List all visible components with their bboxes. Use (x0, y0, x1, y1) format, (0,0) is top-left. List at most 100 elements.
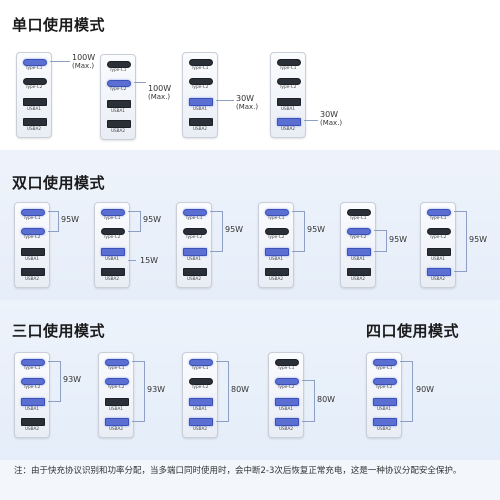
usb-c-slot-icon (107, 80, 131, 87)
power-label: 95W (143, 215, 161, 224)
usb-c-slot-icon (189, 359, 213, 366)
usb-c-slot-icon (277, 59, 301, 66)
usb-c-slot-icon (23, 78, 47, 85)
port-label: USBA1 (376, 406, 392, 411)
power-value: 95W (307, 225, 326, 235)
usb-a-slot-icon (347, 268, 371, 276)
connector-bracket (400, 360, 413, 422)
port-label: USBA2 (186, 276, 202, 281)
usb-c-slot-icon (107, 61, 131, 68)
port-label: USBA2 (192, 426, 208, 431)
connector-bracket (302, 379, 315, 422)
footnote-text: 注：由于快充协议识别和功率分配，当多端口同时使用时，会中断2-3次后恢复正常充电… (14, 466, 462, 476)
power-value: 93W (147, 385, 166, 395)
port-label: Type-C2 (109, 86, 127, 91)
port-label: Type-C2 (375, 384, 393, 389)
usb-c-slot-icon (265, 209, 289, 216)
connector-line (50, 60, 70, 62)
usb-a-slot-icon (101, 268, 125, 276)
port-label: Type-C2 (23, 384, 41, 389)
connector-line (134, 81, 146, 83)
usb-a-slot-icon (189, 418, 213, 426)
connector-line (128, 260, 136, 261)
port-label: USBA1 (350, 256, 366, 261)
connector-bracket (292, 210, 305, 252)
usb-c-slot-icon (105, 378, 129, 385)
dual-mode-section (0, 150, 500, 300)
port-label: USBA1 (108, 406, 124, 411)
power-value: 30W (236, 94, 255, 103)
power-label: 80W (317, 395, 335, 404)
port-label: Type-C2 (23, 234, 41, 239)
usb-c-slot-icon (21, 359, 45, 366)
usb-c-slot-icon (347, 228, 371, 235)
connector-bracket (454, 210, 467, 272)
usb-a-slot-icon (427, 248, 451, 256)
port-label: USBA2 (376, 426, 392, 431)
usb-c-slot-icon (427, 209, 451, 216)
usb-c-slot-icon (21, 209, 45, 216)
usb-c-slot-icon (373, 359, 397, 366)
port-label: Type-C2 (267, 234, 285, 239)
power-max-note: (Max.) (236, 103, 259, 111)
usb-a-slot-icon (23, 98, 47, 106)
port-label: USBA2 (26, 126, 42, 131)
port-label: USBA2 (430, 276, 446, 281)
usb-a-slot-icon (277, 118, 301, 126)
port-label: Type-C2 (185, 234, 203, 239)
port-label: Type-C1 (429, 215, 447, 220)
port-label: Type-C2 (25, 84, 43, 89)
power-label: 15W (140, 256, 158, 265)
power-value: 100W (148, 83, 172, 93)
power-value: 100W (72, 52, 96, 62)
usb-c-slot-icon (347, 209, 371, 216)
multi-mode-section (0, 300, 500, 460)
power-label: 93W (147, 385, 165, 394)
usb-a-slot-icon (265, 248, 289, 256)
power-value: 95W (225, 225, 244, 235)
port-label: USBA1 (24, 256, 40, 261)
power-value: 80W (317, 394, 336, 404)
usb-c-slot-icon (265, 228, 289, 235)
usb-c-slot-icon (275, 359, 299, 366)
usb-a-slot-icon (21, 418, 45, 426)
power-label: 100W(Max.) (148, 84, 171, 102)
power-value: 30W (320, 110, 339, 119)
port-label: Type-C1 (185, 215, 203, 220)
usb-a-slot-icon (427, 268, 451, 276)
usb-a-slot-icon (347, 248, 371, 256)
power-label: 95W (469, 235, 487, 244)
port-label: Type-C1 (109, 67, 127, 72)
usb-a-slot-icon (277, 98, 301, 106)
connector-line (216, 100, 234, 101)
connector-bracket (48, 210, 59, 232)
power-label: 95W (225, 225, 243, 234)
connector-bracket (216, 360, 229, 422)
usb-c-slot-icon (189, 378, 213, 385)
usb-c-slot-icon (183, 228, 207, 235)
port-label: USBA1 (192, 406, 208, 411)
power-value: 90W (416, 385, 435, 395)
usb-c-slot-icon (189, 59, 213, 66)
port-label: Type-C2 (191, 84, 209, 89)
power-value: 95W (61, 215, 80, 224)
power-label: 80W (231, 385, 249, 394)
port-label: USBA2 (24, 276, 40, 281)
port-label: Type-C1 (25, 65, 43, 70)
usb-c-slot-icon (277, 78, 301, 85)
port-label: Type-C1 (103, 215, 121, 220)
usb-a-slot-icon (373, 418, 397, 426)
port-label: USBA1 (110, 108, 126, 113)
port-label: Type-C2 (349, 234, 367, 239)
usb-c-slot-icon (21, 378, 45, 385)
usb-a-slot-icon (21, 398, 45, 406)
port-label: USBA2 (192, 126, 208, 131)
port-label: USBA1 (24, 406, 40, 411)
